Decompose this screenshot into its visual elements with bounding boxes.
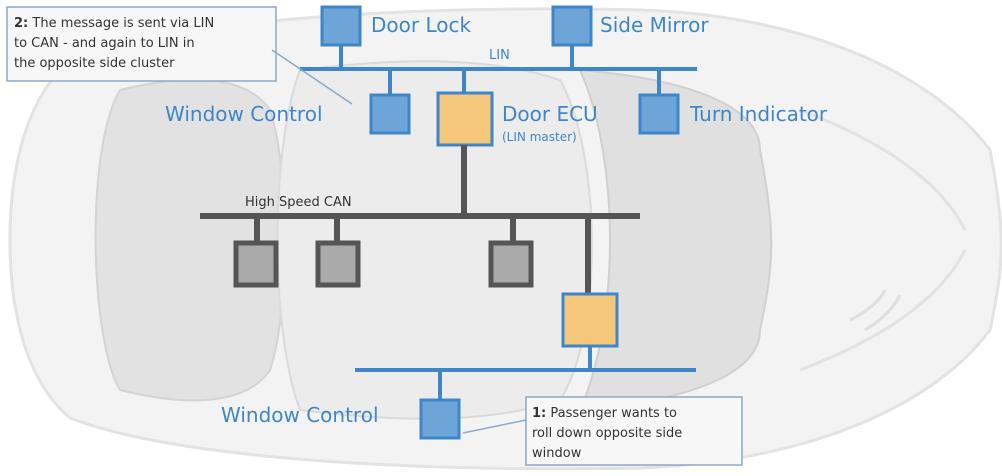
note-top-line2: to CAN - and again to LIN in [14, 36, 195, 51]
side-mirror-node [551, 5, 593, 47]
lin-bus-top [300, 45, 697, 95]
window-control-bottom-label: Window Control [221, 403, 379, 427]
turn-indicator-label: Turn Indicator [689, 102, 828, 126]
high-speed-can-label: High Speed CAN [245, 195, 352, 210]
side-mirror-label: Side Mirror [600, 13, 709, 37]
lin-top-label: LIN [489, 48, 510, 63]
car-silhouette [8, 7, 1002, 471]
door-ecu-label: Door ECU [502, 102, 598, 126]
note-top-line1: 2: The message is sent via LIN [14, 16, 214, 31]
note-bottom-line3: window [532, 446, 582, 461]
note-bottom-line2: roll down opposite side [532, 426, 682, 441]
can-bus [200, 213, 640, 294]
can-node-2 [315, 240, 361, 288]
door-lock-node [320, 5, 362, 47]
door-lock-label: Door Lock [371, 13, 471, 37]
turn-indicator-node [638, 93, 680, 135]
door-ecu-node [436, 91, 494, 147]
opposite-door-ecu-node [561, 292, 619, 348]
note-bottom-line1: 1: Passenger wants to [532, 406, 677, 421]
note-top-line3: the opposite side cluster [14, 56, 175, 71]
note-top: 2: The message is sent via LIN to CAN - … [6, 6, 353, 105]
can-node-3 [488, 240, 534, 288]
window-control-bottom-node [419, 398, 461, 440]
note-bottom: 1: Passenger wants to roll down opposite… [462, 396, 743, 466]
can-node-1 [233, 240, 279, 288]
window-control-top-label: Window Control [165, 102, 323, 126]
door-ecu-sub-label: (LIN master) [502, 130, 577, 144]
window-control-top-node [369, 93, 411, 135]
